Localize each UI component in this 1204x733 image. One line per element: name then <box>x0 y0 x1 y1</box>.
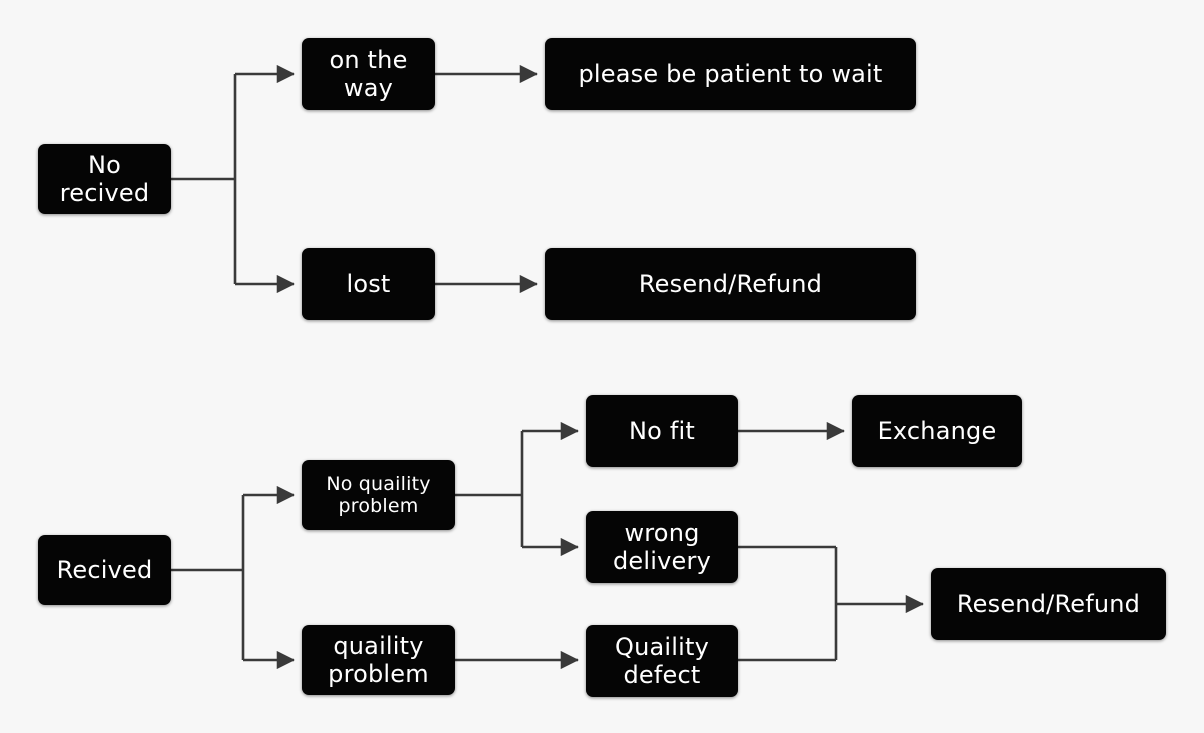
node-no-quaility-problem[interactable]: No quaility problem <box>302 460 455 530</box>
node-recived[interactable]: Recived <box>38 535 171 605</box>
node-please-be-patient-to-wait[interactable]: please be patient to wait <box>545 38 916 110</box>
node-lost[interactable]: lost <box>302 248 435 320</box>
node-quaility-problem[interactable]: quaility problem <box>302 625 455 695</box>
node-quaility-defect[interactable]: Quaility defect <box>586 625 738 697</box>
node-resend-refund-bottom[interactable]: Resend/Refund <box>931 568 1166 640</box>
node-no-recived[interactable]: No recived <box>38 144 171 214</box>
node-no-fit[interactable]: No fit <box>586 395 738 467</box>
node-wrong-delivery[interactable]: wrong delivery <box>586 511 738 583</box>
node-on-the-way[interactable]: on the way <box>302 38 435 110</box>
node-resend-refund-top[interactable]: Resend/Refund <box>545 248 916 320</box>
node-exchange[interactable]: Exchange <box>852 395 1022 467</box>
